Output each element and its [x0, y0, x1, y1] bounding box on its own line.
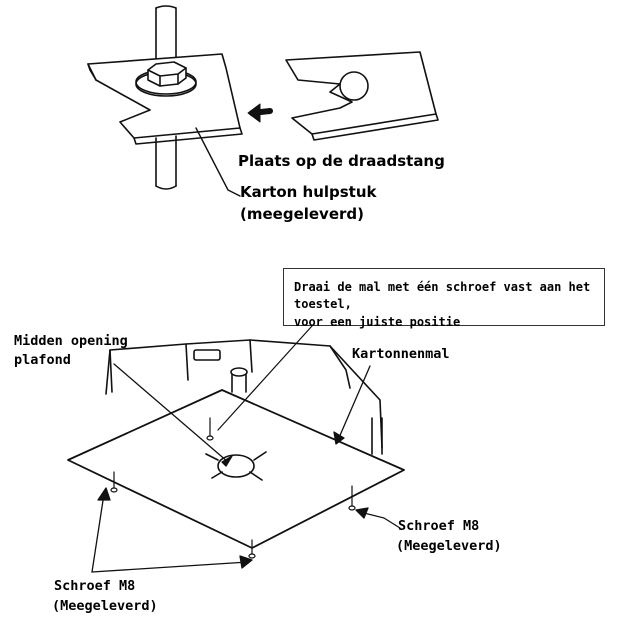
cardboard-slot-piece — [285, 51, 439, 141]
place-on-rod-label: Plaats op de draadstang — [238, 152, 445, 170]
callout-pointer — [217, 325, 313, 431]
kartonnenmal-label: Kartonnenmal — [352, 346, 450, 362]
karton-hulpstuk-label: Karton hulpstuk — [240, 183, 377, 201]
leader-lines — [91, 363, 401, 573]
callout-line-1: Draai de mal met één schroef vast aan he… — [294, 280, 591, 312]
instruction-callout: Draai de mal met één schroef vast aan he… — [283, 268, 605, 329]
karton-meegeleverd-label: (meegeleverd) — [240, 205, 364, 223]
plafond-label: plafond — [14, 352, 71, 368]
schroef-left-meegeleverd-label: (Meegeleverd) — [52, 598, 158, 614]
ceiling-unit-with-template — [67, 339, 405, 559]
leader-karton — [195, 127, 241, 197]
threaded-rod-with-plate — [87, 5, 273, 190]
schroef-left-label: Schroef M8 — [54, 578, 136, 594]
schroef-right-label: Schroef M8 — [398, 518, 480, 534]
schroef-right-meegeleverd-label: (Meegeleverd) — [396, 538, 502, 554]
callout-line-2: voor een juiste positie — [294, 314, 461, 329]
midden-opening-label: Midden opening — [14, 333, 128, 349]
